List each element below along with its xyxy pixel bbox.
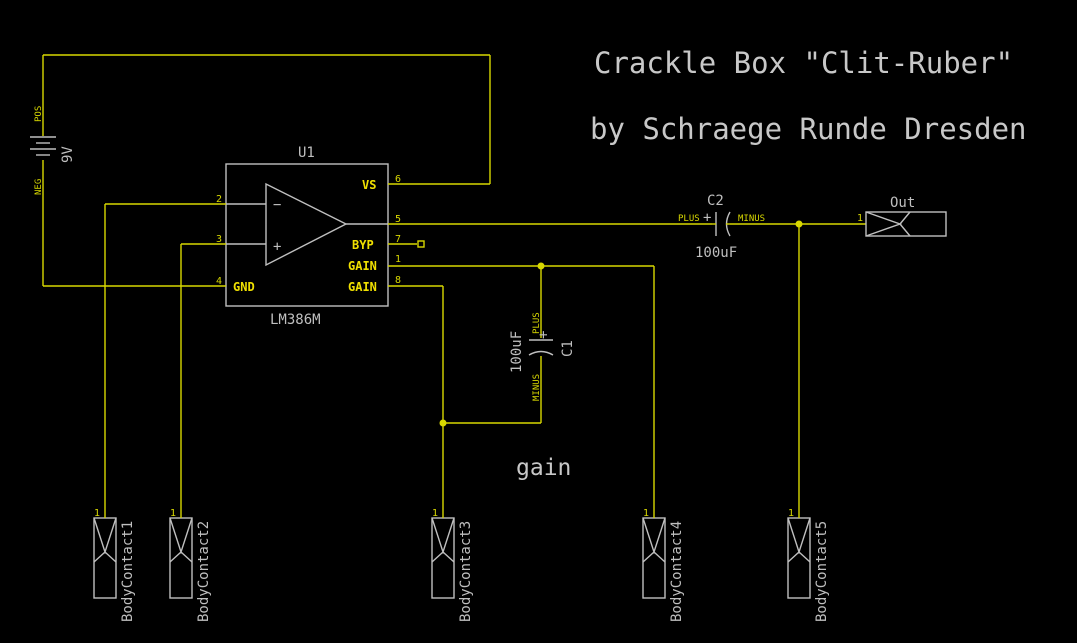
ic-pin-3: 3 <box>216 234 222 245</box>
body-contact-label: BodyContact3 <box>458 521 474 622</box>
body-contact-label: BodyContact4 <box>669 521 685 622</box>
junction-dot <box>537 262 545 270</box>
body-contact-pin: 1 <box>94 508 100 519</box>
ic-pin-7: 7 <box>395 234 401 245</box>
c1-ref: C1 <box>560 340 576 357</box>
ic-value: LM386M <box>270 312 321 328</box>
ic-plus-sign: + <box>273 239 281 255</box>
lm386-ic: − + U1 LM386M 2 3 4 6 5 7 1 8 VS BYP GAI… <box>216 145 401 328</box>
c1-sign: + <box>536 331 552 339</box>
schematic-subtitle: by Schraege Runde Dresden <box>590 112 1027 146</box>
c2-ref: C2 <box>707 193 724 209</box>
out-connector: Out 1 <box>857 195 947 237</box>
ic-pin-gnd-label: GND <box>233 280 255 294</box>
capacitor-c2: C2 + 100uF PLUS MINUS <box>678 193 765 261</box>
ic-pin-1: 1 <box>395 254 401 265</box>
out-pin-number: 1 <box>857 213 863 224</box>
ic-pin-gain1-label: GAIN <box>348 259 377 273</box>
c2-plus-label: PLUS <box>678 214 700 224</box>
body-contacts: 1BodyContact11BodyContact21BodyContact31… <box>93 508 830 622</box>
c1-value: 100uF <box>509 331 525 373</box>
c2-minus-label: MINUS <box>738 214 765 224</box>
out-label: Out <box>890 195 915 211</box>
c2-value: 100uF <box>695 245 737 261</box>
battery-pos-label: POS <box>34 106 44 122</box>
ic-pin-2: 2 <box>216 194 222 205</box>
ic-pin-vs-label: VS <box>362 178 376 192</box>
wires <box>43 183 866 510</box>
gain-label: gain <box>516 455 571 481</box>
c1-plus-label: PLUS <box>532 312 542 334</box>
ic-pin-6: 6 <box>395 174 401 185</box>
body-contact-pin: 1 <box>643 508 649 519</box>
capacitor-c1: + C1 100uF PLUS MINUS <box>509 312 576 401</box>
ic-pin-4: 4 <box>216 276 222 287</box>
battery-symbol: POS NEG 9V <box>30 54 491 286</box>
body-contact-label: BodyContact1 <box>120 521 136 622</box>
c1-minus-label: MINUS <box>532 374 542 401</box>
c2-sign: + <box>703 210 711 226</box>
ic-ref: U1 <box>298 145 315 161</box>
junction-dot <box>439 419 447 427</box>
battery-neg-label: NEG <box>34 179 44 195</box>
ic-pin-8: 8 <box>395 275 401 286</box>
junction-dot <box>795 220 803 228</box>
body-contact-label: BodyContact2 <box>196 521 212 622</box>
ic-pin-byp-label: BYP <box>352 238 374 252</box>
body-contact-pin: 1 <box>432 508 438 519</box>
body-contact-label: BodyContact5 <box>814 521 830 622</box>
ic-pin-5: 5 <box>395 214 401 225</box>
ic-pin-gain2-label: GAIN <box>348 280 377 294</box>
schematic-title: Crackle Box "Clit-Ruber" <box>594 46 1014 80</box>
body-contact-pin: 1 <box>788 508 794 519</box>
ic-minus-sign: − <box>273 197 281 213</box>
body-contact-pin: 1 <box>170 508 176 519</box>
battery-value: 9V <box>60 146 76 163</box>
